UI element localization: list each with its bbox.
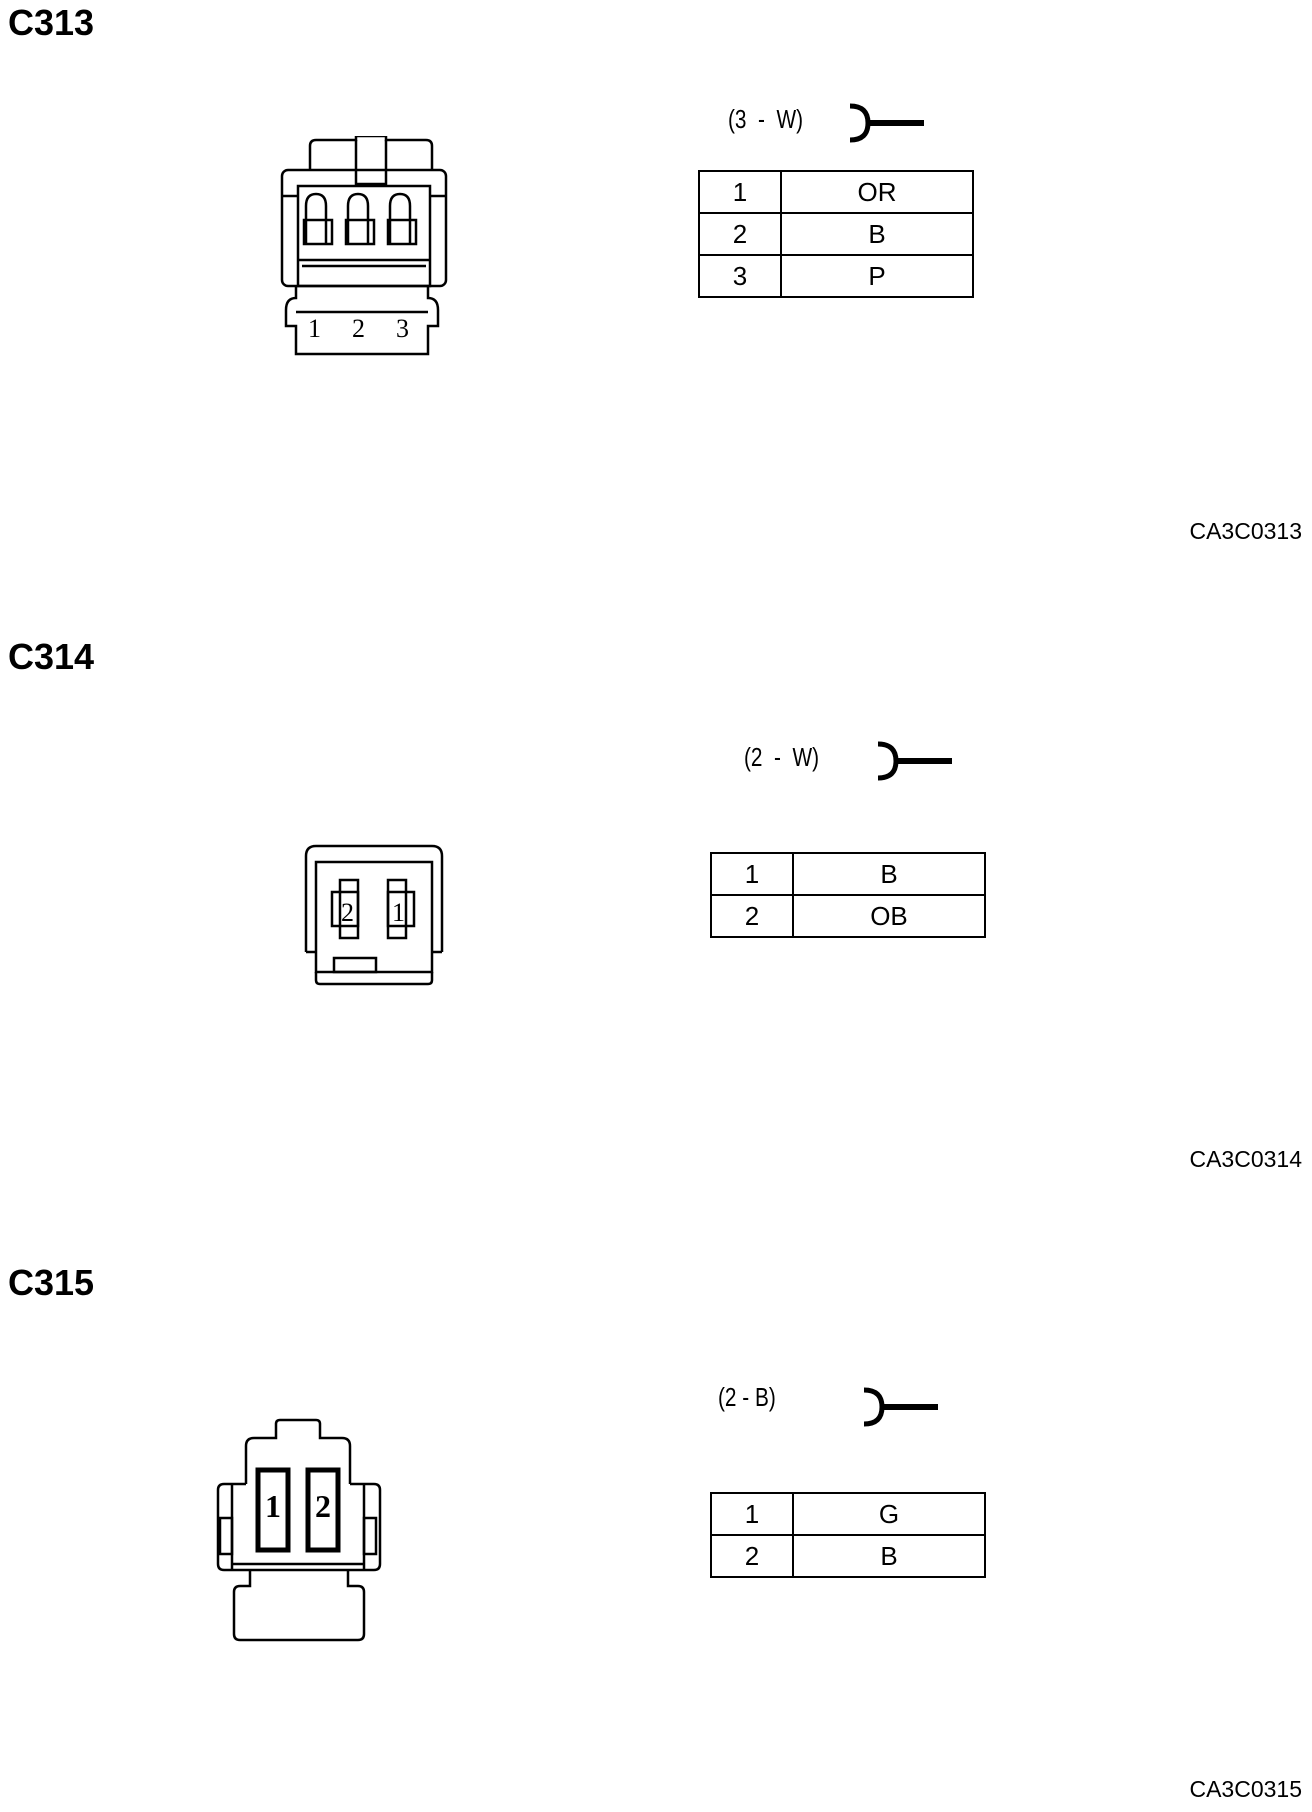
table-row: 3 P <box>698 254 974 298</box>
table-row: 1 B <box>710 852 986 896</box>
pin-number: 2 <box>710 894 794 938</box>
table-row: 1 G <box>710 1492 986 1536</box>
pin-number: 1 <box>698 170 782 214</box>
pin-table-c314: 1 B 2 OB <box>710 852 986 938</box>
face-pin-number: 1 <box>265 1488 281 1524</box>
pin-number: 3 <box>698 254 782 298</box>
section-title-c315: C315 <box>8 1262 95 1303</box>
wire-color: B <box>792 1534 986 1578</box>
table-row: 1 OR <box>698 170 974 214</box>
wire-color: OR <box>780 170 974 214</box>
pin-table-c315: 1 G 2 B <box>710 1492 986 1578</box>
wire-color: P <box>780 254 974 298</box>
pin-number: 2 <box>698 212 782 256</box>
face-pin-number: 2 <box>315 1488 331 1524</box>
pin-number: 2 <box>710 1534 794 1578</box>
connector-spec-label: (2 - B) <box>718 1382 776 1412</box>
table-row: 2 OB <box>710 894 986 938</box>
connector-c313-face <box>280 136 448 356</box>
wire-color: B <box>792 852 986 896</box>
face-pin-number: 1 <box>308 314 321 343</box>
connector-c314-face <box>304 844 444 986</box>
face-pin-number: 1 <box>392 898 405 927</box>
table-row: 2 B <box>698 212 974 256</box>
wire-end-symbol-icon <box>877 741 952 781</box>
diagram-code: CA3C0314 <box>1189 1146 1302 1172</box>
pin-number: 1 <box>710 852 794 896</box>
face-pin-number: 2 <box>352 314 365 343</box>
pin-table-c313: 1 OR 2 B 3 P <box>698 170 974 298</box>
connector-spec-label: (2 - W) <box>744 742 820 772</box>
wire-color: G <box>792 1492 986 1536</box>
table-row: 2 B <box>710 1534 986 1578</box>
wire-color: B <box>780 212 974 256</box>
face-pin-number: 3 <box>396 314 409 343</box>
face-pin-number: 2 <box>341 898 354 927</box>
section-title-c314: C314 <box>8 636 95 677</box>
wire-end-symbol-icon <box>849 103 924 143</box>
section-title-c313: C313 <box>8 2 95 43</box>
connector-c315-face <box>216 1418 382 1642</box>
connector-spec-label: (3 - W) <box>728 104 804 134</box>
pin-number: 1 <box>710 1492 794 1536</box>
wire-color: OB <box>792 894 986 938</box>
diagram-code: CA3C0315 <box>1189 1776 1302 1802</box>
diagram-code: CA3C0313 <box>1189 518 1302 544</box>
wire-end-symbol-icon <box>863 1387 938 1427</box>
